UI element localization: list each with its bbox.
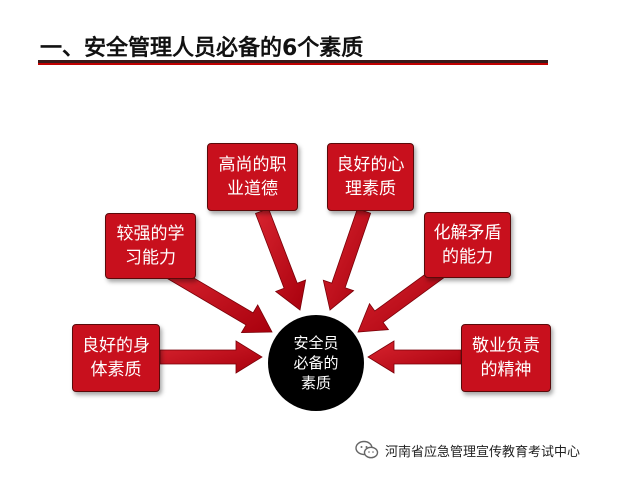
watermark-text: 河南省应急管理宣传教育考试中心 [385,444,581,460]
box-physical-quality: 良好的身体素质 [72,324,160,392]
slide-title: 一、安全管理人员必备的6个素质 [40,36,364,61]
title-underline [38,60,548,65]
arrow-from-ethics [254,207,307,311]
arrow-from-resolve [357,265,445,333]
watermark: 河南省应急管理宣传教育考试中心 [355,440,580,460]
box-psychological-quality: 良好的心理素质 [327,143,414,211]
arrow-from-physical [159,340,263,374]
arrow-from-dedication [367,340,462,374]
wechat-icon [355,440,379,459]
box-conflict-resolution: 化解矛盾的能力 [424,212,511,278]
center-circle: 安全员 必备的 素质 [268,315,364,411]
box-professional-ethics: 高尚的职业道德 [207,143,298,211]
box-dedication-spirit: 敬业负责的精神 [461,324,551,392]
box-learning-ability: 较强的学习能力 [105,213,196,279]
arrow-from-psych [322,208,372,311]
